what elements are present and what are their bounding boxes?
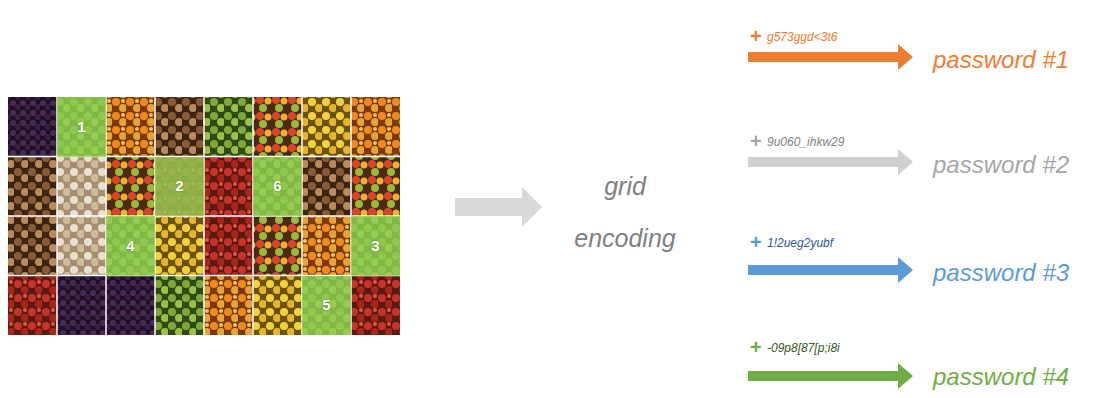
callout-number: 2 bbox=[175, 177, 183, 195]
photo-cell bbox=[302, 97, 351, 157]
plus-sign: + bbox=[750, 129, 762, 153]
callout-number: 4 bbox=[126, 237, 134, 255]
highlighted-cell: 3 bbox=[351, 216, 400, 276]
photo-cell bbox=[8, 276, 57, 336]
photo-cell bbox=[57, 97, 106, 157]
photo-cell bbox=[57, 157, 106, 217]
photo-cell bbox=[204, 276, 253, 336]
plus-sign: + bbox=[750, 24, 762, 48]
photo-cell bbox=[351, 276, 400, 336]
photo-cell bbox=[351, 97, 400, 157]
photo-cell bbox=[302, 157, 351, 217]
photo-cell bbox=[155, 276, 204, 336]
photo-cell bbox=[106, 97, 155, 157]
plus-sign: + bbox=[750, 230, 762, 254]
output-arrow bbox=[748, 363, 913, 389]
highlighted-cell: 1 bbox=[57, 97, 106, 157]
photo-cell bbox=[204, 216, 253, 276]
market-photo bbox=[8, 97, 400, 335]
block-arrow bbox=[455, 187, 542, 227]
photo-cell bbox=[155, 97, 204, 157]
photo-cell bbox=[106, 216, 155, 276]
process-label: grid encoding bbox=[560, 160, 690, 264]
plus-sign: + bbox=[750, 335, 762, 359]
callout-number: 5 bbox=[322, 296, 330, 314]
password-label: password #2 bbox=[933, 151, 1069, 180]
callout-number: 3 bbox=[371, 237, 379, 255]
key-string: -09p8[87[p;i8i bbox=[767, 341, 840, 355]
photo-cell bbox=[204, 157, 253, 217]
photo-cell bbox=[253, 216, 302, 276]
photo-cell bbox=[253, 157, 302, 217]
highlighted-cell: 2 bbox=[155, 157, 204, 217]
key-string: g573ggd<3t6 bbox=[767, 30, 837, 44]
key-string: 1!2ueg2yubf bbox=[767, 236, 833, 250]
callout-number: 6 bbox=[273, 177, 281, 195]
grid-lines bbox=[8, 97, 400, 335]
highlighted-cell: 5 bbox=[302, 276, 351, 336]
photo-cell bbox=[106, 276, 155, 336]
output-arrow bbox=[748, 44, 913, 70]
photo-cell bbox=[8, 216, 57, 276]
output-arrow bbox=[748, 257, 913, 283]
photo-cell bbox=[106, 157, 155, 217]
password-label: password #3 bbox=[933, 259, 1069, 288]
photo-cell bbox=[8, 97, 57, 157]
photo-cell bbox=[253, 276, 302, 336]
password-label: password #1 bbox=[933, 46, 1069, 75]
photo-cell bbox=[57, 276, 106, 336]
photo-cell bbox=[351, 216, 400, 276]
output-arrow bbox=[748, 149, 913, 175]
photo-cell bbox=[302, 276, 351, 336]
photo-cell bbox=[8, 157, 57, 217]
photo-cell bbox=[155, 216, 204, 276]
photo-cell bbox=[204, 97, 253, 157]
photo-cell bbox=[351, 157, 400, 217]
password-label: password #4 bbox=[933, 363, 1069, 392]
highlighted-cell: 6 bbox=[253, 157, 302, 217]
photo-cell bbox=[302, 216, 351, 276]
key-string: 9u060_ihkw29 bbox=[767, 135, 844, 149]
photo-cell bbox=[253, 97, 302, 157]
photo-cell bbox=[155, 157, 204, 217]
callout-number: 1 bbox=[77, 118, 85, 136]
photo-cell bbox=[57, 216, 106, 276]
highlighted-cell: 4 bbox=[106, 216, 155, 276]
